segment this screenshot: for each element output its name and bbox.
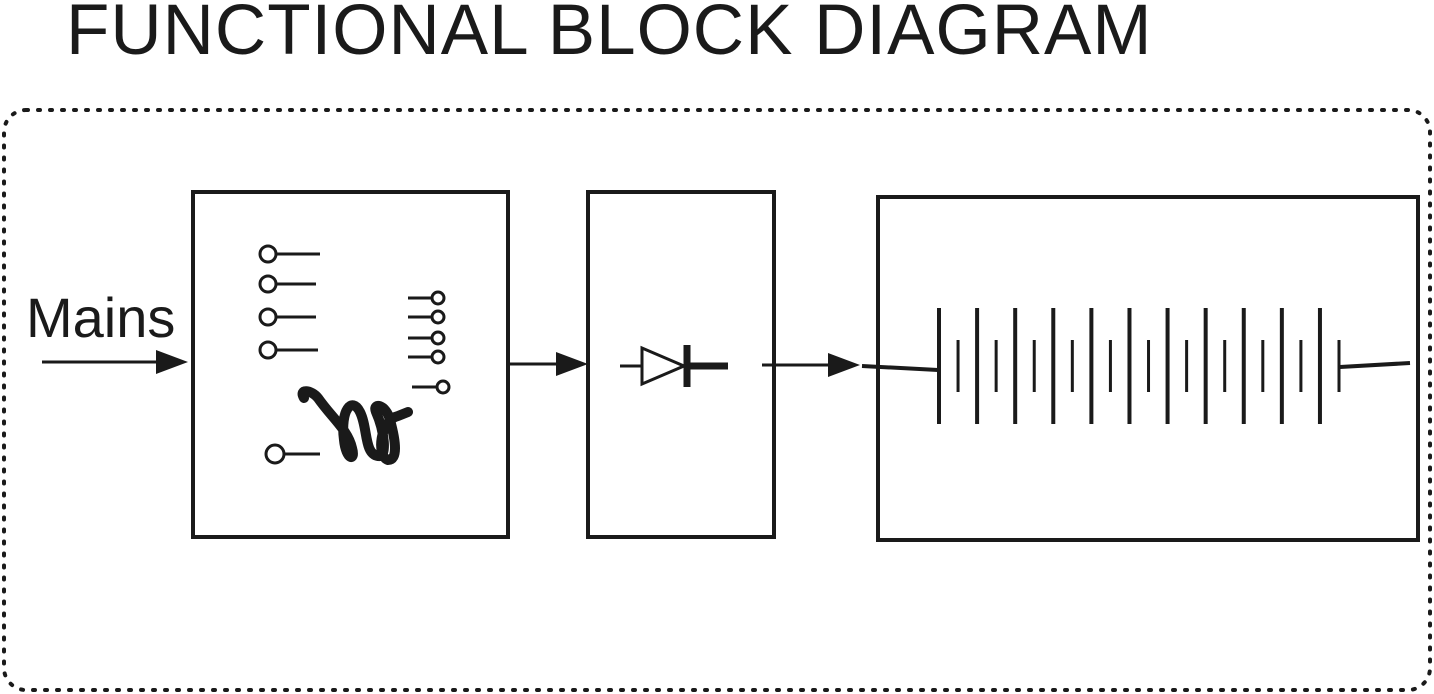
tapped-transformer-icon	[258, 244, 451, 465]
arrow-transformer-to-rectifier	[508, 352, 588, 376]
diode-icon	[620, 345, 728, 387]
battery-cells-icon	[861, 308, 1411, 424]
dotted-enclosure	[2, 108, 1432, 692]
arrow-rectifier-to-battery	[762, 353, 860, 377]
mains-label: Mains	[26, 286, 175, 349]
transformer-block	[191, 190, 510, 539]
mains-arrow	[42, 350, 188, 374]
diagram-title: FUNCTIONAL BLOCK DIAGRAM	[66, 0, 1153, 70]
